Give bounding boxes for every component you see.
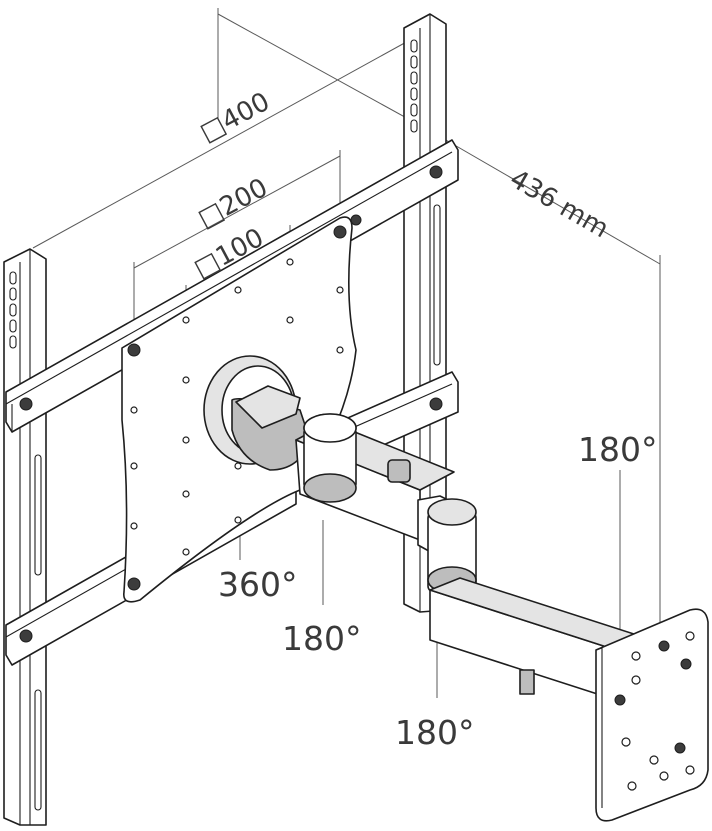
wall-plate — [595, 608, 709, 822]
mid-joint-rotation-label: 180° — [395, 713, 475, 752]
extension-label: 436 mm — [505, 164, 614, 244]
left-rail — [3, 248, 47, 826]
arm-segment-1 — [295, 413, 455, 541]
arm-segment-2 — [417, 495, 641, 701]
head-joint-rotation-label: 180° — [282, 619, 362, 658]
tilt-rotation-label: 360° — [218, 565, 298, 604]
vesa-400-label: □400 — [195, 87, 275, 148]
tilt-head — [203, 355, 311, 471]
wall-joint-rotation-label: 180° — [578, 430, 658, 469]
vesa-200-label: □200 — [193, 173, 273, 234]
